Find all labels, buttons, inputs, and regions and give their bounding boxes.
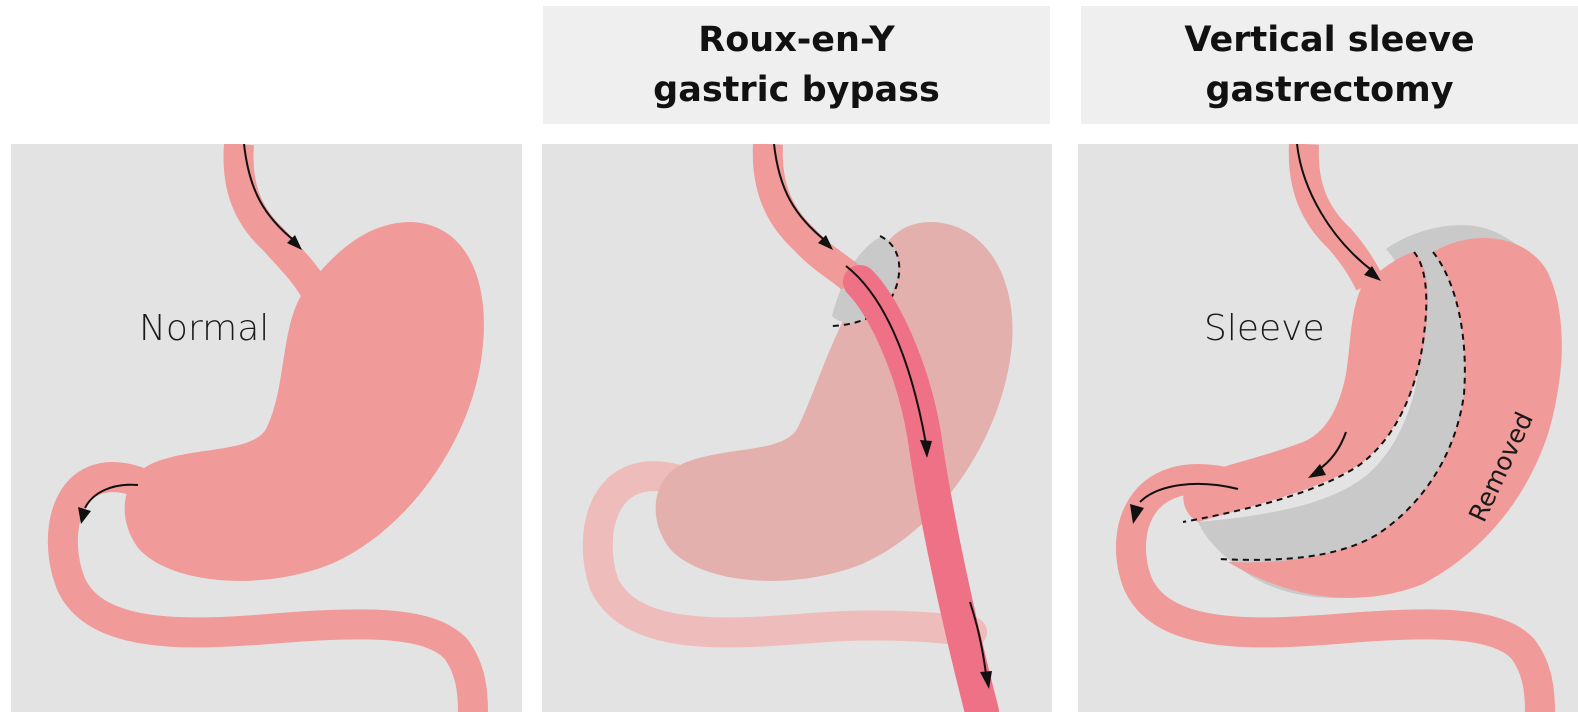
header-roux-en-y: Roux-en-Y gastric bypass <box>543 6 1050 124</box>
roux-en-y-illustration <box>542 144 1052 712</box>
label-sleeve: Sleeve <box>1204 308 1325 349</box>
header-sleeve-line2: gastrectomy <box>1205 65 1453 115</box>
header-sleeve-gastrectomy: Vertical sleeve gastrectomy <box>1081 6 1578 124</box>
sleeve-esophagus <box>1304 144 1370 284</box>
label-normal: Normal <box>139 308 269 349</box>
header-sleeve-line1: Vertical sleeve <box>1184 15 1474 65</box>
header-roux-en-y-line2: gastric bypass <box>653 65 940 115</box>
panel-roux-en-y <box>542 144 1052 712</box>
normal-esophagus <box>238 144 314 289</box>
roux-esophagus <box>768 144 852 279</box>
header-roux-en-y-line1: Roux-en-Y <box>698 15 894 65</box>
panel-sleeve: Sleeve Removed <box>1078 144 1578 712</box>
normal-stomach-illustration <box>11 144 522 712</box>
panel-normal: Normal <box>11 144 522 712</box>
